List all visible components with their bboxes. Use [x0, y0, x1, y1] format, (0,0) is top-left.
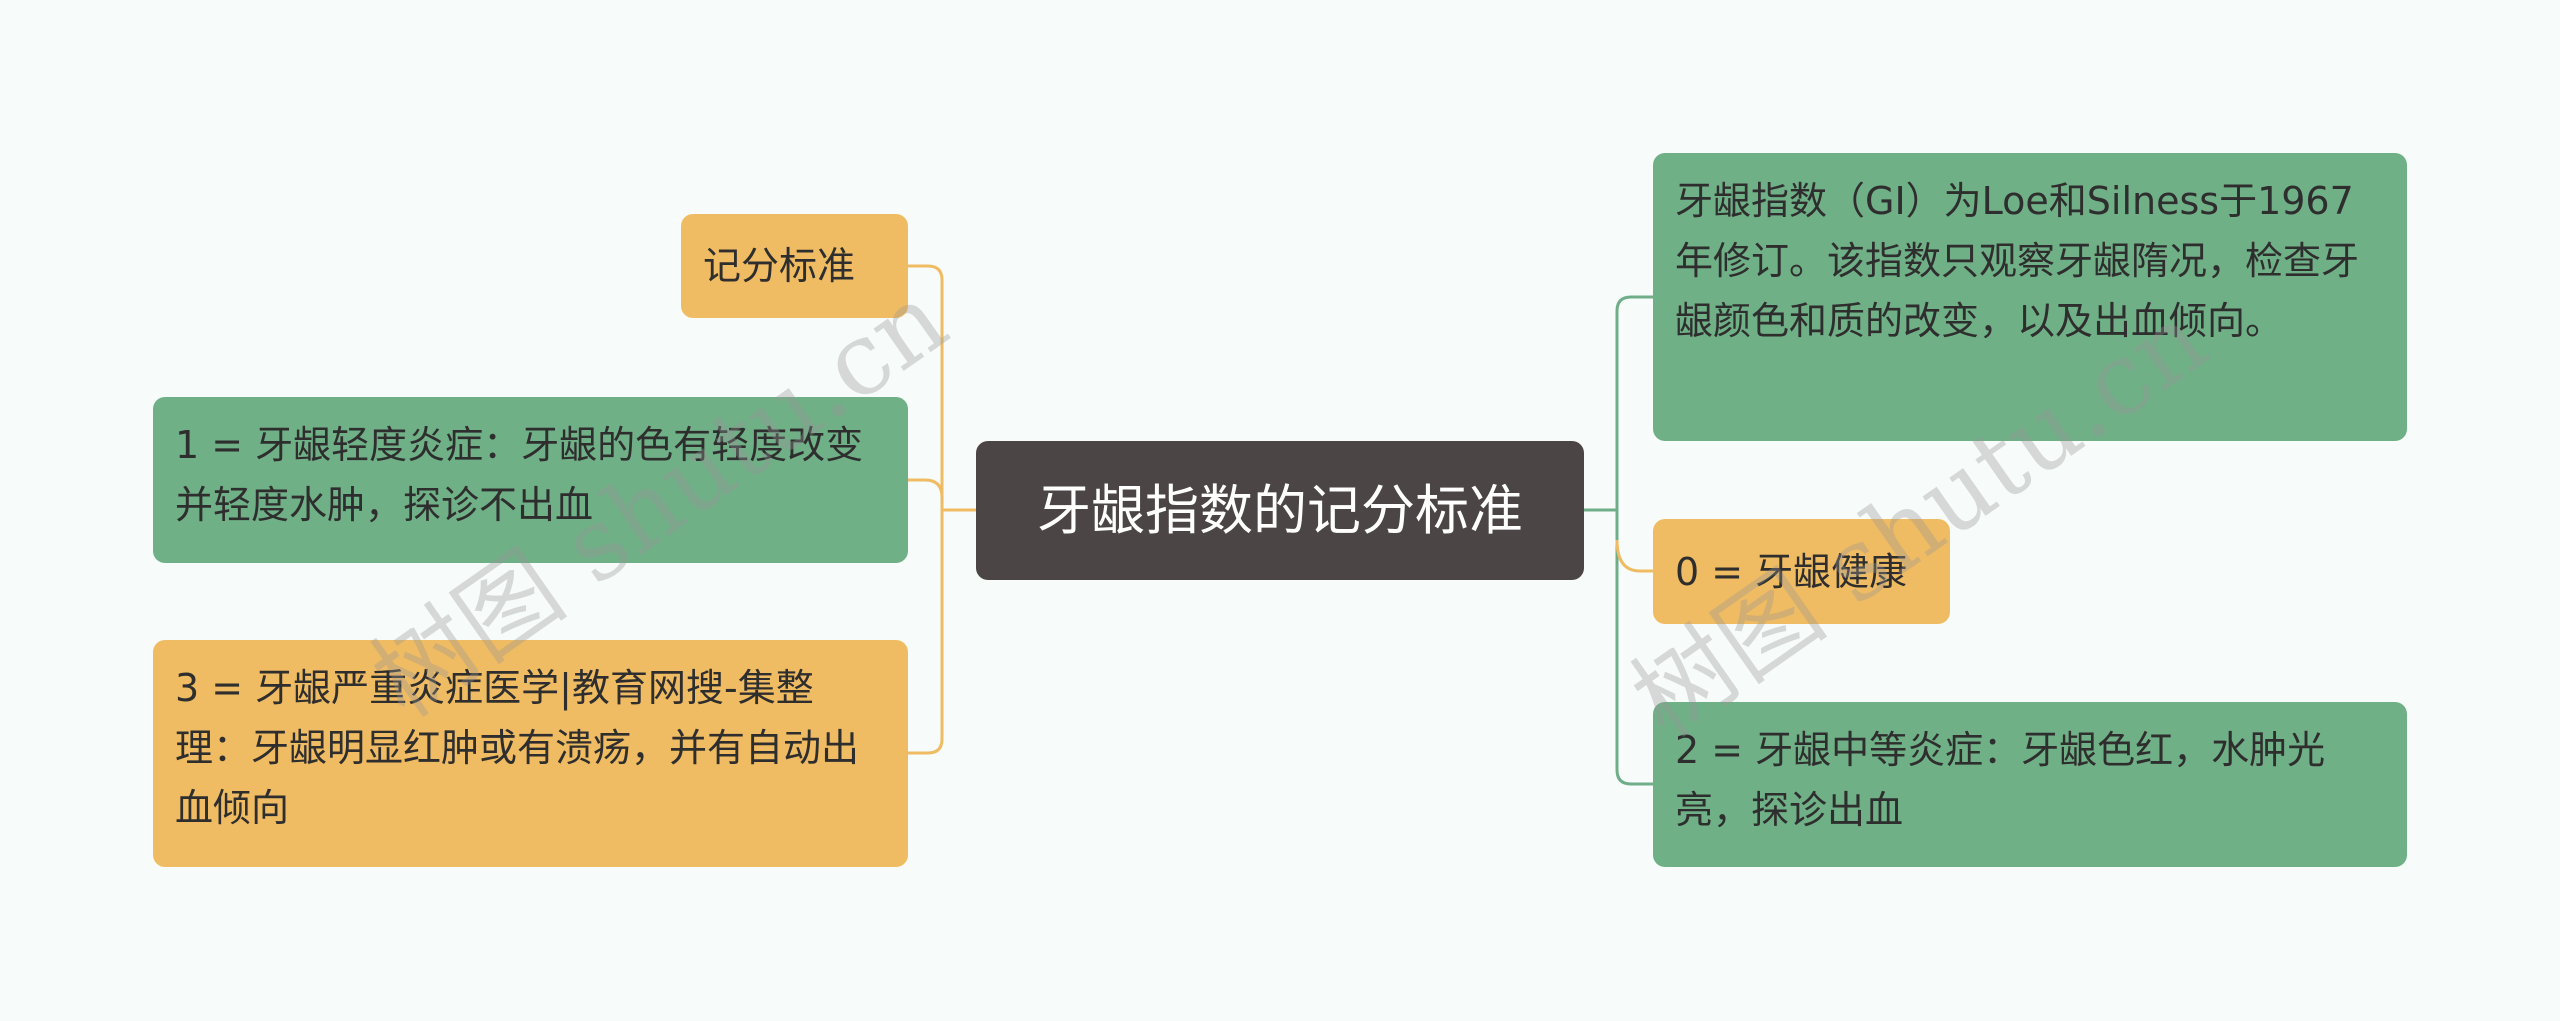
- topic-score-0[interactable]: 0 = 牙龈健康: [1653, 519, 1950, 624]
- topic-label: 3 = 牙龈严重炎症医学|教育网搜-集整理：牙龈明显红肿或有溃疡，并有自动出血倾…: [175, 666, 860, 830]
- topic-score-2[interactable]: 2 = 牙龈中等炎症：牙龈色红，水肿光亮，探诊出血: [1653, 702, 2407, 867]
- topic-score-3[interactable]: 3 = 牙龈严重炎症医学|教育网搜-集整理：牙龈明显红肿或有溃疡，并有自动出血倾…: [153, 640, 908, 867]
- topic-scoring-criteria[interactable]: 记分标准: [681, 214, 908, 318]
- topic-label: 1 = 牙龈轻度炎症：牙龈的色有轻度改变并轻度水肿，探诊不出血: [175, 423, 864, 527]
- topic-label: 牙龈指数（GI）为Loe和Silness于1967年修订。该指数只观察牙龈隋况，…: [1675, 179, 2360, 343]
- connector-left: [908, 264, 976, 755]
- topic-label: 0 = 牙龈健康: [1675, 549, 1908, 594]
- topic-gi-description[interactable]: 牙龈指数（GI）为Loe和Silness于1967年修订。该指数只观察牙龈隋况，…: [1653, 153, 2407, 441]
- topic-score-1[interactable]: 1 = 牙龈轻度炎症：牙龈的色有轻度改变并轻度水肿，探诊不出血: [153, 397, 908, 563]
- central-topic-label: 牙龈指数的记分标准: [1037, 478, 1523, 542]
- connector-right-mid: [1615, 539, 1653, 573]
- topic-label: 记分标准: [703, 244, 856, 288]
- central-topic[interactable]: 牙龈指数的记分标准: [976, 441, 1584, 580]
- topic-label: 2 = 牙龈中等炎症：牙龈色红，水肿光亮，探诊出血: [1675, 728, 2326, 832]
